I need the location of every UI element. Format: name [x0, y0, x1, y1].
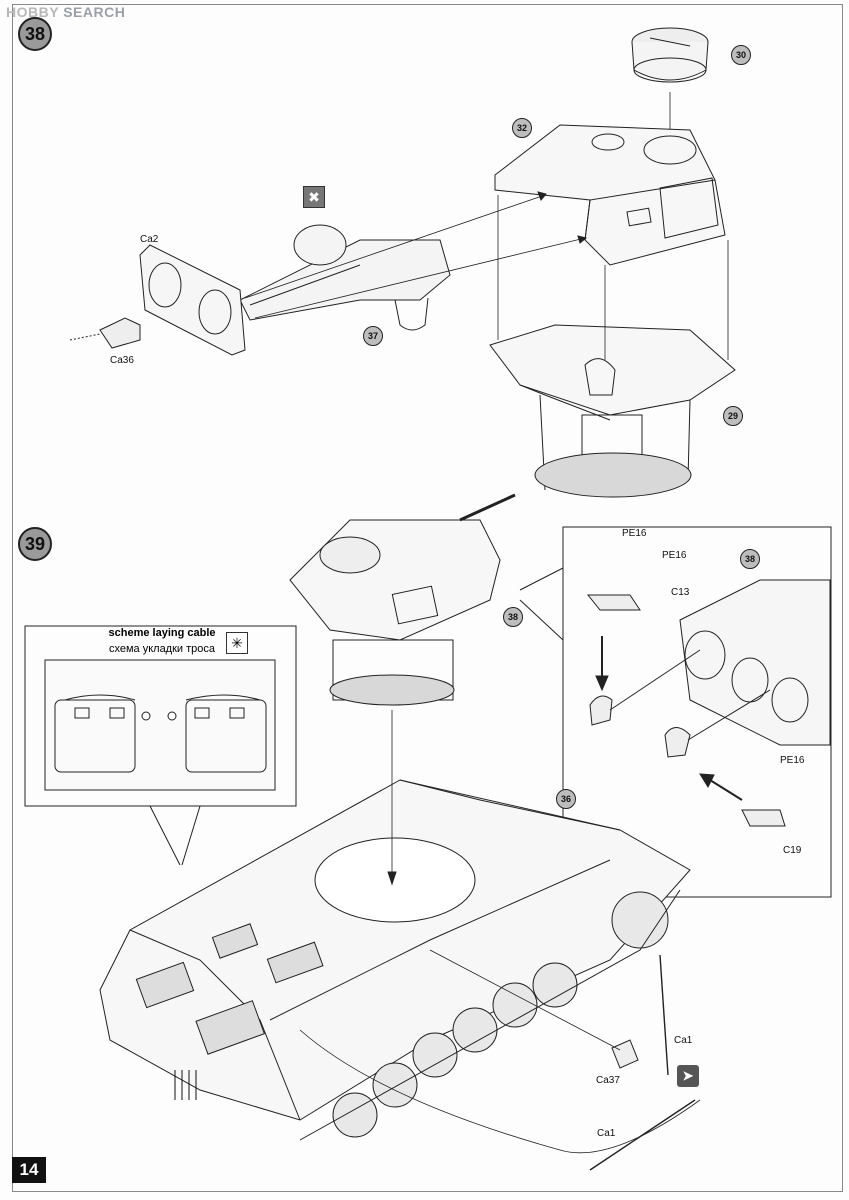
part-callout-30: 30 [731, 45, 751, 65]
cupola-part [631, 27, 709, 83]
turret-roof [494, 124, 726, 266]
label-c19: C19 [783, 845, 802, 856]
part-callout-37: 37 [363, 326, 383, 346]
label-ca2: Ca2 [140, 234, 159, 245]
gun-mantlet [239, 224, 451, 331]
watermark-brand: HOBBY [6, 4, 59, 20]
label-ca1-lower: Ca1 [597, 1128, 616, 1139]
label-pe16-a: PE16 [622, 528, 647, 539]
hull [99, 779, 691, 1141]
turret-assembled [289, 493, 516, 706]
asterisk-icon: ✳ [226, 632, 248, 654]
label-pe16-c: PE16 [780, 755, 805, 766]
page-number: 14 [12, 1157, 46, 1183]
crosshair-tool-icon: ✖ [303, 186, 325, 208]
step-39-badge: 39 [18, 527, 52, 561]
rear-detail [586, 579, 831, 827]
part-callout-38-turret: 38 [503, 607, 523, 627]
page-frame [12, 4, 843, 1192]
label-pe16-b: PE16 [662, 550, 687, 561]
step-38-badge: 38 [18, 17, 52, 51]
label-ca37: Ca37 [596, 1075, 620, 1086]
part-callout-29: 29 [723, 406, 743, 426]
cable-ca1-upper [659, 954, 669, 1076]
glue-icon: ➤ [677, 1065, 699, 1087]
part-callout-36: 36 [556, 789, 576, 809]
part-callout-32: 32 [512, 118, 532, 138]
turret-basket [489, 324, 736, 498]
cable-scheme [44, 659, 276, 791]
label-ca36: Ca36 [110, 355, 134, 366]
label-ca1-upper: Ca1 [674, 1035, 693, 1046]
scheme-title: scheme laying cable [108, 627, 216, 639]
watermark: HOBBY SEARCH [6, 4, 125, 20]
cable-ca1-lower [589, 1099, 696, 1171]
part-callout-38-detail: 38 [740, 549, 760, 569]
mantlet-cover [139, 244, 246, 356]
scheme-subtitle: схема укладки троса [108, 643, 216, 655]
label-c13: C13 [671, 587, 690, 598]
watermark-suffix: SEARCH [63, 4, 126, 20]
